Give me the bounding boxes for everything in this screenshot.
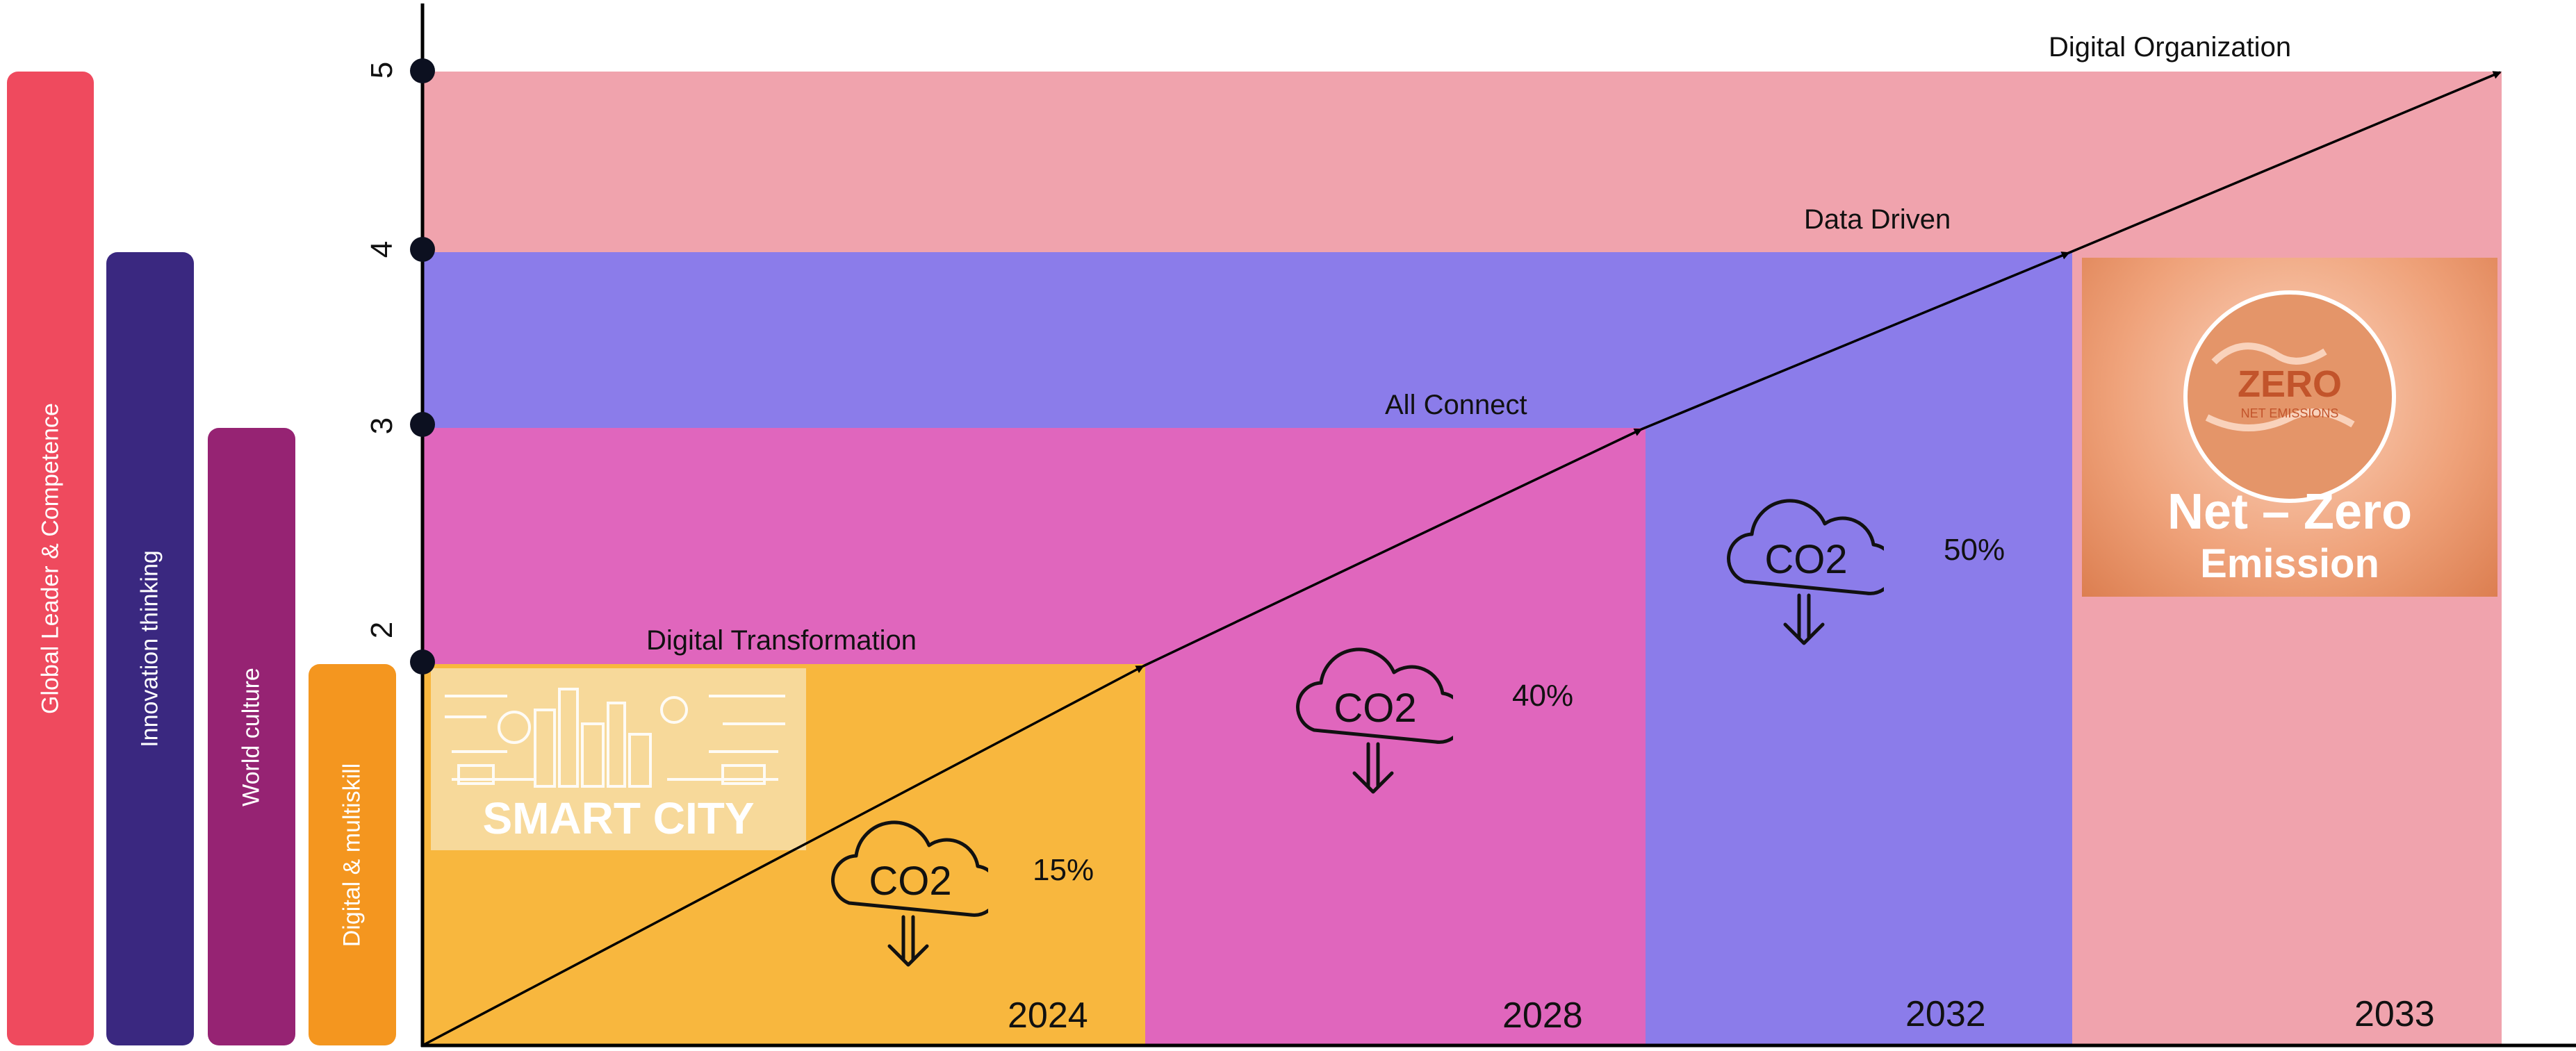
reduction-2028: 40% (1512, 679, 1574, 713)
net-zero-line1: Net – Zero (2167, 484, 2412, 540)
y-tick-3: 3 (365, 417, 400, 435)
milestone-label-data-driven: Data Driven (1804, 204, 1951, 235)
bar-world-culture: World culture (208, 428, 295, 1045)
bar-digital-multiskill: Digital & multiskill (309, 664, 396, 1045)
axis-dot-5 (410, 58, 435, 83)
year-2024: 2024 (1008, 995, 1088, 1036)
smart-city-illustration-icon: SMART CITY (445, 688, 785, 843)
axis-dot-4 (410, 237, 435, 262)
progress-arrow-1 (422, 665, 1145, 1047)
year-2028: 2028 (1502, 995, 1583, 1036)
progress-arrow-4 (2068, 71, 2502, 254)
smart-city-text: SMART CITY (482, 793, 754, 843)
svg-text:CO2: CO2 (869, 859, 951, 904)
net-zero-zero-text: ZERO (2238, 363, 2342, 405)
y-tick-5: 5 (365, 61, 400, 79)
svg-text:CO2: CO2 (1764, 537, 1847, 582)
milestone-label-digital-transformation: Digital Transformation (646, 625, 917, 656)
y-tick-4: 4 (365, 240, 400, 258)
y-tick-2: 2 (365, 621, 400, 639)
smart-city-illustration: SMART CITY (431, 668, 806, 850)
bar-innovation-thinking: Innovation thinking (106, 252, 194, 1045)
net-zero-emissions-text: NET EMISSIONS (2241, 406, 2339, 420)
net-zero-globe-icon: ZERO NET EMISSIONS Net – Zero Emission (2167, 290, 2412, 586)
co2-cloud-down-icon-2024: CO2 (828, 820, 988, 973)
svg-text:CO2: CO2 (1334, 686, 1416, 731)
milestone-label-digital-organization: Digital Organization (2049, 32, 2292, 63)
reduction-2032: 50% (1944, 533, 2005, 567)
bar-global-leader: Global Leader & Competence (7, 72, 94, 1045)
progress-arrow-3 (1641, 251, 2070, 431)
year-2033: 2033 (2354, 994, 2435, 1034)
co2-cloud-down-icon-2028: CO2 (1293, 647, 1453, 800)
net-zero-badge: ZERO NET EMISSIONS Net – Zero Emission (2082, 258, 2497, 597)
reduction-2024: 15% (1033, 853, 1094, 887)
progress-arrow-2 (1142, 428, 1643, 668)
axis-dot-3 (410, 412, 435, 437)
net-zero-line2: Emission (2200, 541, 2379, 586)
co2-cloud-down-icon-2032: CO2 (1724, 498, 1884, 651)
milestone-label-all-connect: All Connect (1385, 390, 1527, 420)
axis-dot-2 (410, 649, 435, 675)
year-2032: 2032 (1905, 994, 1986, 1034)
